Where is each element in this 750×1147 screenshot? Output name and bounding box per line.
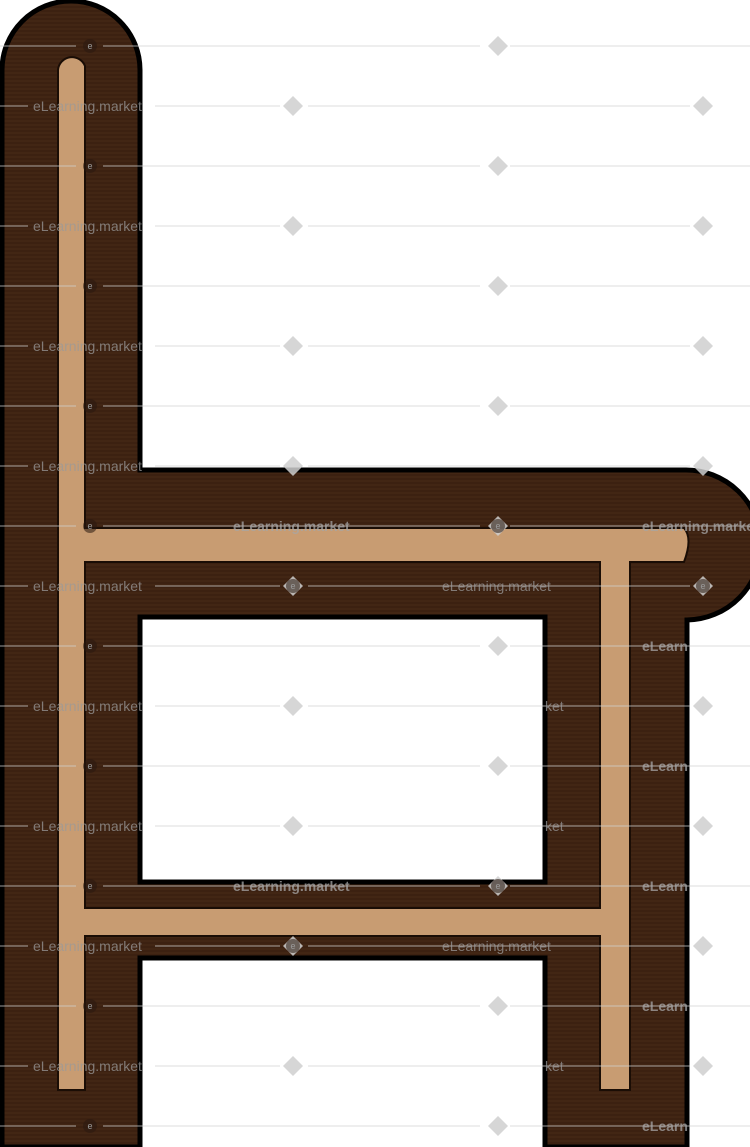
watermark-text: ket [545,818,564,834]
watermark-diamond-icon [283,696,303,716]
watermark-e-glyph: e [290,581,295,591]
watermark-diamond-icon [488,756,508,776]
watermark-e-glyph: e [87,161,92,171]
chair-inlay [57,56,690,1091]
watermark-diamond-icon [693,456,713,476]
watermark-e-icon [286,579,300,593]
watermark-e-icon [83,399,97,413]
watermark-text: eLearn [642,758,688,774]
watermark-text: eLearning.market [233,518,350,534]
watermark-diamond-icon [283,96,303,116]
watermark-text: eLearning.market [442,938,551,954]
watermark-text: eLearning.market [33,578,142,594]
watermark-e-glyph: e [495,881,500,891]
watermark-e-icon [83,639,97,653]
watermark-e-icon [83,279,97,293]
watermark-text: eLearn [642,1118,688,1134]
watermark-diamond-icon [488,996,508,1016]
watermark-text: eLearning.market [33,938,142,954]
watermark-e-glyph: e [87,521,92,531]
watermark-text: eLearning.market [642,518,750,534]
watermark-e-glyph: e [290,941,295,951]
watermark-text: ket [545,1058,564,1074]
watermark-e-icon [286,939,300,953]
watermark-e-glyph: e [495,521,500,531]
watermark-layer: e eLearning.market e eLearning.market e eLear… [0,36,750,1136]
watermark-diamond-icon [488,156,508,176]
watermark-e-glyph: e [87,641,92,651]
watermark-diamond-icon [283,1056,303,1076]
watermark-e-glyph: e [87,41,92,51]
watermark-e-icon [83,879,97,893]
watermark-e-icon [83,159,97,173]
watermark-e-glyph: e [87,1121,92,1131]
watermark-e-icon [83,999,97,1013]
watermark-diamond-icon [488,36,508,56]
watermark-text: eLearning.market [33,98,142,114]
watermark-diamond-icon [283,816,303,836]
watermark-text: eLearning.market [33,698,142,714]
watermark-diamond-icon [488,636,508,656]
watermark-text: eLearning.market [33,818,142,834]
watermark-e-icon [491,519,505,533]
watermark-e-icon [83,39,97,53]
watermark-e-icon [696,579,710,593]
watermark-text: eLearning.market [33,1058,142,1074]
watermark-e-glyph: e [87,881,92,891]
watermark-text: eLearning.market [233,878,350,894]
watermark-diamond-icon [283,216,303,236]
watermark-text: ket [545,698,564,714]
watermark-e-glyph: e [87,761,92,771]
watermark-text: eLearning.market [33,458,142,474]
watermark-diamond-icon [488,1116,508,1136]
watermark-e-icon [83,1119,97,1133]
watermark-diamond-icon [693,696,713,716]
watermark-e-icon [83,519,97,533]
watermark-diamond-icon [693,336,713,356]
watermark-e-glyph: e [700,581,705,591]
watermark-diamond-icon [488,396,508,416]
watermark-diamond-icon [693,96,713,116]
watermark-e-icon [491,879,505,893]
watermark-text: eLearning.market [442,578,551,594]
watermark-text: eLearn [642,878,688,894]
watermark-e-icon [83,759,97,773]
watermark-diamond-icon [693,1056,713,1076]
watermark-diamond-icon [693,816,713,836]
watermark-text: eLearning.market [33,218,142,234]
watermark-diamond-icon [693,216,713,236]
watermark-diamond-icon [693,936,713,956]
watermark-text: eLearn [642,998,688,1014]
watermark-e-glyph: e [87,281,92,291]
watermark-diamond-icon [283,456,303,476]
watermark-diamond-icon [283,336,303,356]
watermark-diamond-icon [488,276,508,296]
watermark-text: eLearn [642,638,688,654]
watermark-text: eLearning.market [33,338,142,354]
watermark-e-glyph: e [87,401,92,411]
watermark-e-glyph: e [87,1001,92,1011]
